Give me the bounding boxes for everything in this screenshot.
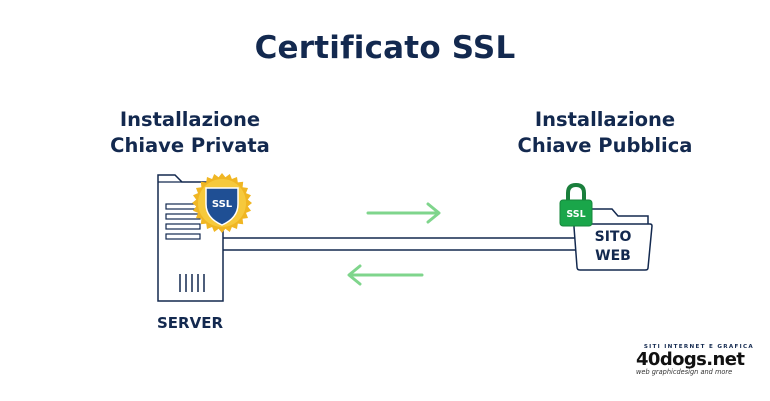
connection-line — [219, 237, 581, 251]
logo-tagline: SITI INTERNET E GRAFICA — [643, 344, 754, 350]
arrow-left-icon — [347, 264, 424, 286]
seal-text: SSL — [212, 199, 233, 210]
arrow-right-icon — [366, 202, 441, 224]
public-key-heading-line1: Installazione — [534, 108, 676, 131]
private-key-heading-line2: Chiave Privata — [110, 134, 270, 157]
logo-subline: web graphicdesign and more — [636, 368, 733, 376]
public-key-heading-line2: Chiave Pubblica — [517, 134, 693, 157]
private-key-heading-line1: Installazione — [119, 108, 261, 131]
lock-text: SSL — [566, 209, 585, 220]
private-key-heading: Installazione Chiave Privata — [80, 107, 300, 159]
ssl-seal-icon: SSL — [192, 173, 252, 233]
logo-name: 40dogs.net — [636, 349, 745, 370]
folder-text-line2: WEB — [595, 248, 631, 264]
lock-icon: SSL — [559, 182, 593, 227]
server-label: SERVER — [156, 314, 223, 332]
public-key-heading: Installazione Chiave Pubblica — [490, 107, 720, 159]
folder-text-line1: SITO — [595, 229, 632, 245]
page-title: Certificato SSL — [254, 30, 516, 66]
folder-icon: SITO WEB — [573, 208, 653, 271]
brand-logo: SITI INTERNET E GRAFICA 40dogs.net web g… — [636, 344, 754, 376]
